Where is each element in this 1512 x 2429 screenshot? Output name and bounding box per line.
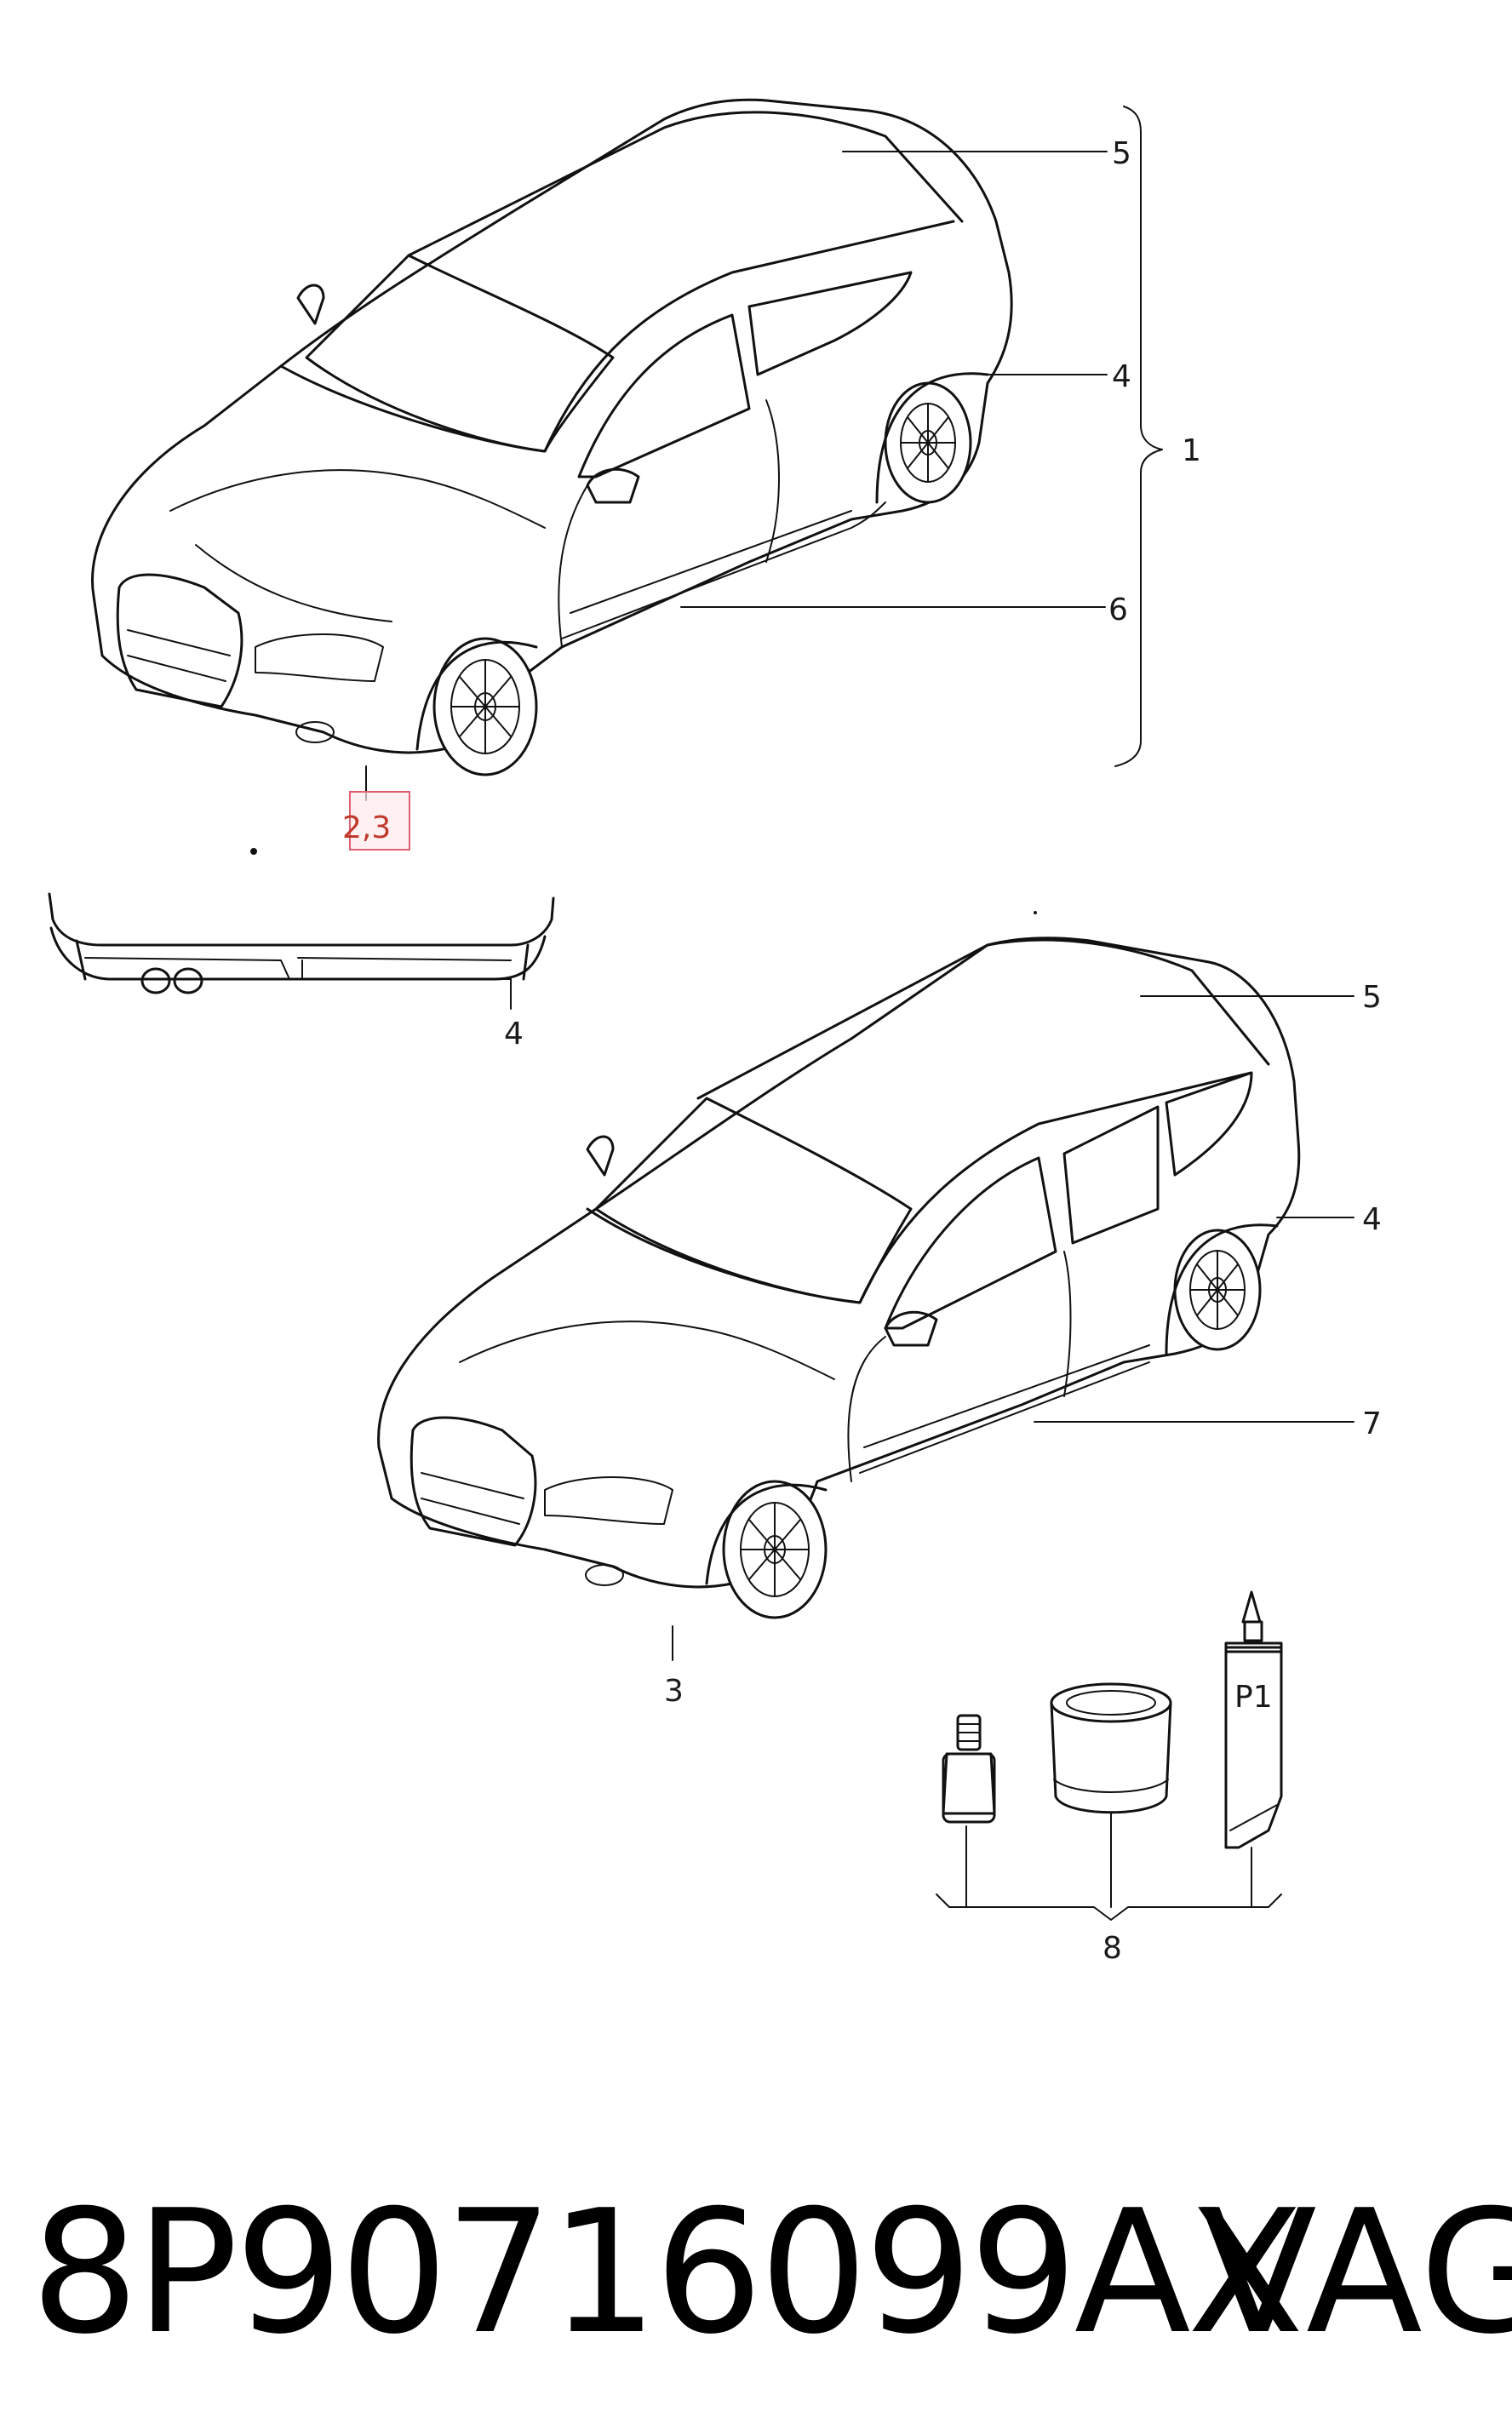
accessories-illustration: P1 [936,1590,1283,1921]
highlight-box [349,791,410,851]
callout-5-bottom: 5 [1362,980,1382,1015]
callout-4-bottom: 4 [1362,1202,1382,1237]
sealant-tube-icon: P1 [1224,1590,1283,1849]
callout-5-top: 5 [1112,136,1131,171]
dot-mark [250,848,257,855]
callout-4-bumper: 4 [504,1017,524,1051]
primer-bottle-icon [942,1714,996,1824]
callout-8: 8 [1102,1931,1122,1966]
callout-7: 7 [1362,1406,1382,1441]
callout-2-3: 2,3 [342,811,391,845]
callout-3: 3 [664,1674,684,1709]
dot-mark [1034,911,1037,914]
callout-4-top: 4 [1112,359,1131,394]
car-top-illustration [91,98,1013,776]
callout-6: 6 [1108,593,1128,627]
tube-label: P1 [1234,1680,1273,1715]
car-bottom-illustration [377,937,1301,1619]
adhesive-tin-icon [1050,1682,1172,1814]
brand-name: VAG [1200,2174,1512,2372]
leader-lines-bottom [672,995,1354,1661]
callout-1: 1 [1182,433,1201,468]
rear-bumper-illustration [48,892,555,1010]
part-number: 8P90716099AX [31,2174,1304,2372]
